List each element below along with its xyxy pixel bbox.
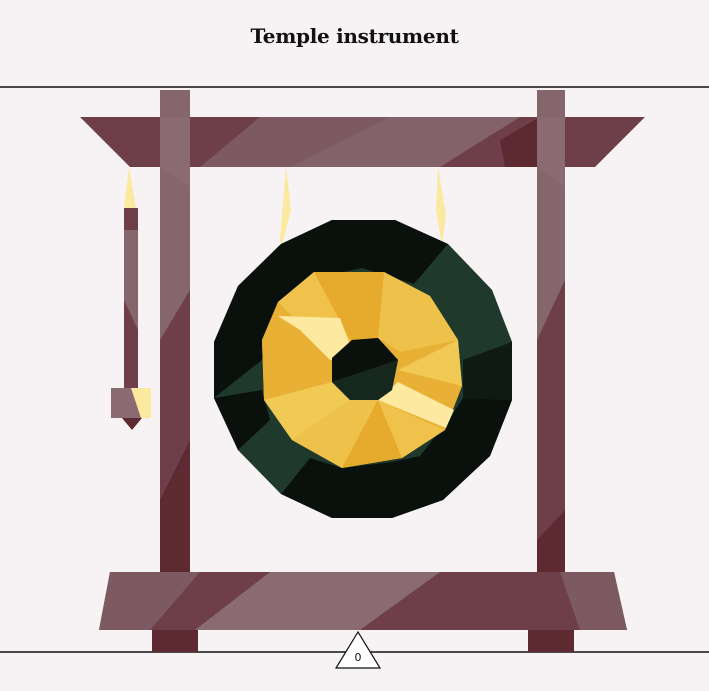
counter-badge: 0 <box>334 630 382 669</box>
gong[interactable] <box>214 220 512 518</box>
gong-highlight <box>278 316 354 360</box>
gong-highlight <box>378 382 454 428</box>
left-foot <box>152 628 198 652</box>
left-rope <box>280 167 291 245</box>
base-platform <box>99 572 627 630</box>
right-foot <box>528 628 574 652</box>
top-beam <box>80 117 645 187</box>
page-title: Temple instrument <box>250 24 459 48</box>
mallet-icon[interactable] <box>111 167 151 430</box>
counter-value: 0 <box>355 651 362 664</box>
triangle-icon <box>334 630 382 669</box>
right-rope <box>436 167 446 245</box>
